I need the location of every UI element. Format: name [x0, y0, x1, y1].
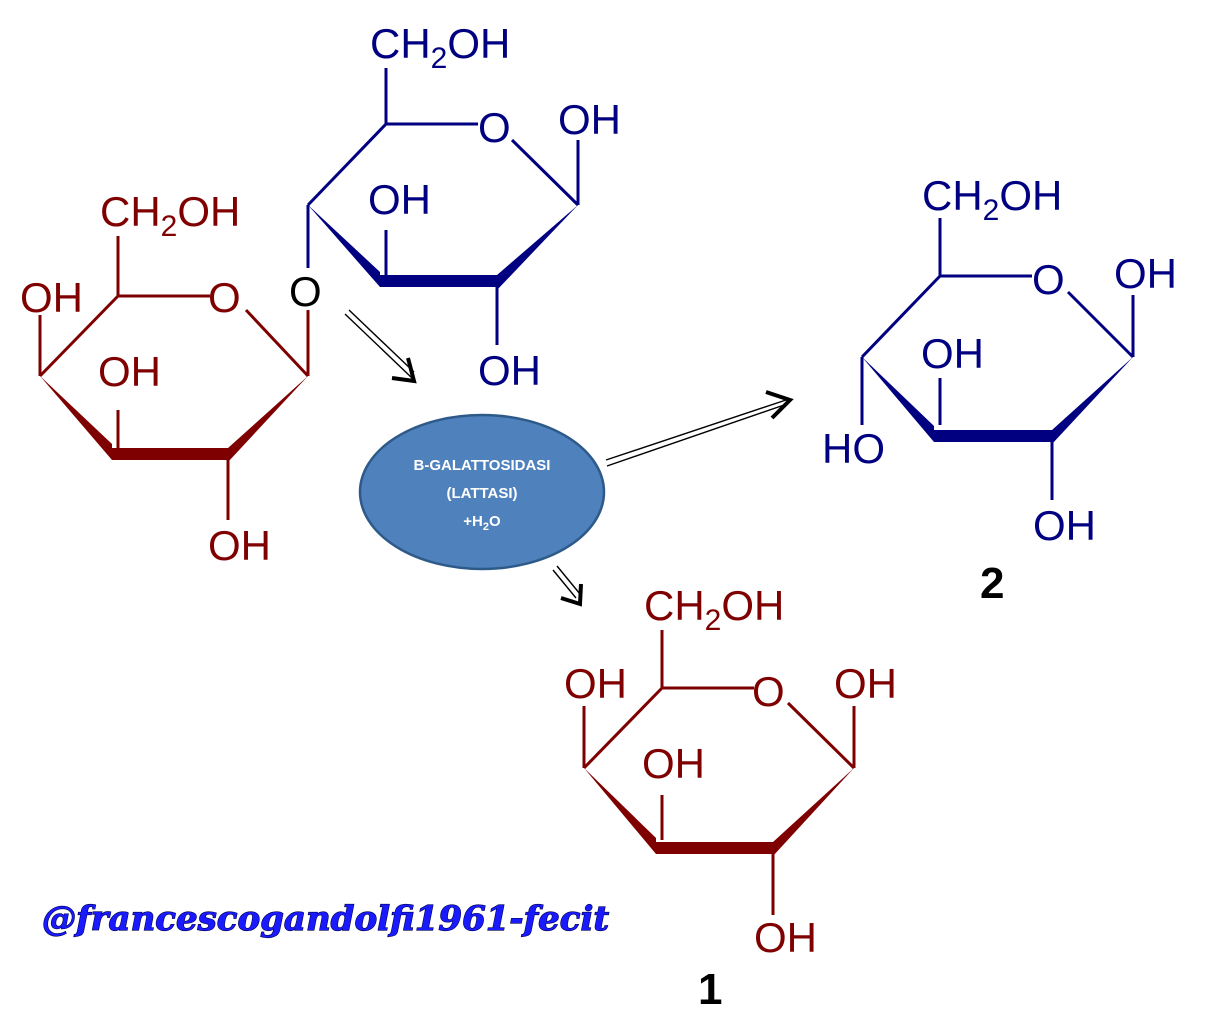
enzyme-node: B-GALATTOSIDASI (LATTASI) +H2O [358, 413, 606, 571]
glucose-oh-right: OH [558, 96, 621, 143]
product1-number-label: 1 [698, 965, 722, 1014]
glucose-ring-oxygen: O [478, 104, 511, 151]
galactose-ring-oxygen: O [208, 274, 241, 321]
product2-oh-mid: OH [921, 330, 984, 377]
product-glucose: CH2OH O OH OH HO OH 2 [822, 172, 1177, 608]
reaction-arrows [344, 309, 794, 607]
product2-oh-right: OH [1114, 250, 1177, 297]
lactose-glucose-unit: CH2OH O OH OH OH [306, 20, 621, 394]
product1-oh-right: OH [834, 660, 897, 707]
galactose-oh-mid: OH [98, 348, 161, 395]
arrow-to-galactose [552, 565, 583, 607]
glucose-ch2oh-label: CH2OH [370, 20, 510, 75]
lactose-galactose-unit: CH2OH O OH OH OH [20, 188, 310, 569]
product1-oh-mid: OH [642, 740, 705, 787]
enzyme-alias: (LATTASI) [446, 485, 517, 502]
product1-oh-left: OH [564, 660, 627, 707]
enzyme-water: +H2O [463, 513, 501, 533]
galactose-oh-left: OH [20, 274, 83, 321]
product1-ch2oh-label: CH2OH [644, 582, 784, 637]
product1-oh-bottom: OH [754, 914, 817, 961]
glucose-oh-mid: OH [368, 176, 431, 223]
product2-number-label: 2 [980, 559, 1004, 608]
galactose-oh-bottom: OH [208, 522, 271, 569]
product1-ring-oxygen: O [752, 668, 785, 715]
arrow-to-glucose [605, 390, 794, 467]
author-signature: @francescogandolfi1961-fecit [42, 899, 609, 939]
product2-ch2oh-label: CH2OH [922, 172, 1062, 227]
glycosidic-bond: O [289, 205, 322, 376]
product2-ring-oxygen: O [1032, 256, 1065, 303]
galactose-ch2oh-label: CH2OH [100, 188, 240, 243]
enzyme-name: B-GALATTOSIDASI [414, 457, 551, 474]
glycosidic-oxygen: O [289, 268, 322, 315]
product2-oh-bottom: OH [1033, 502, 1096, 549]
product-galactose: CH2OH O OH OH OH OH 1 [564, 582, 897, 1014]
product2-ho-left: HO [822, 425, 885, 472]
arrow-to-enzyme [344, 309, 417, 384]
glucose-oh-bottom: OH [478, 347, 541, 394]
